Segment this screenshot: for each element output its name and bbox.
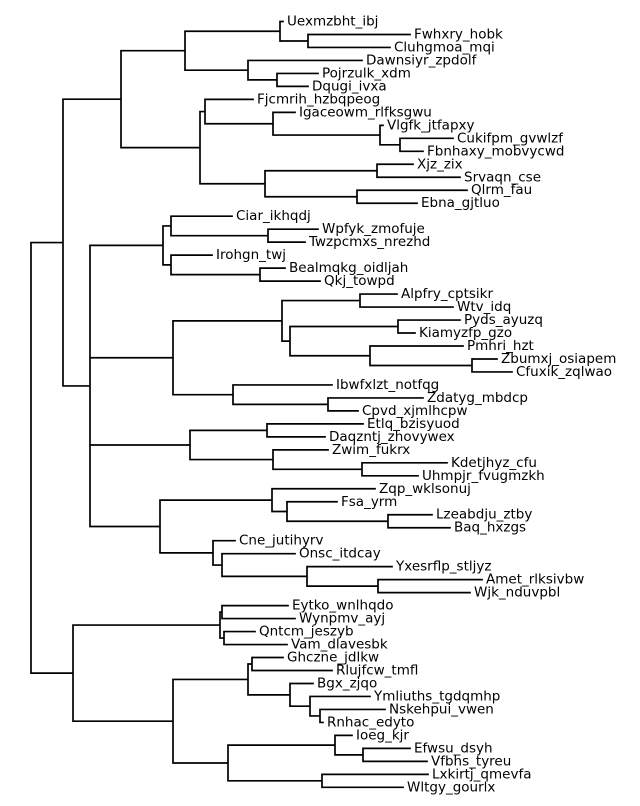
leaf-label-Cne_jutihyrv: Cne_jutihyrv	[239, 533, 323, 549]
leaf-label-Onsc_itdcay: Onsc_itdcay	[299, 546, 381, 562]
leaf-label-Kdetjhyz_cfu: Kdetjhyz_cfu	[451, 455, 537, 471]
leaf-label-Twzpcmxs_nrezhd: Twzpcmxs_nrezhd	[308, 234, 430, 250]
leaf-label-Alpfry_cptsikr: Alpfry_cptsikr	[401, 286, 493, 302]
leaf-label-Wynpmv_ayj: Wynpmv_ayj	[299, 611, 385, 627]
leaf-label-Wpfyk_zmofuje: Wpfyk_zmofuje	[322, 221, 425, 237]
leaf-label-Dqugi_ivxa: Dqugi_ivxa	[312, 78, 387, 94]
leaf-label-Zdatyg_mbdcp: Zdatyg_mbdcp	[427, 390, 528, 406]
leaf-label-Eytko_wnlhqdo: Eytko_wnlhqdo	[292, 598, 393, 614]
leaf-label-Bealmqkg_oidljah: Bealmqkg_oidljah	[289, 260, 408, 276]
leaf-label-Cukifpm_gvwlzf: Cukifpm_gvwlzf	[457, 130, 564, 146]
leaf-label-Etlq_bzisyuod: Etlq_bzisyuod	[367, 416, 460, 432]
leaf-label-Amet_rlksivbw: Amet_rlksivbw	[486, 572, 584, 588]
leaf-label-Lxkirtj_qmevfa: Lxkirtj_qmevfa	[432, 766, 531, 782]
leaf-label-Ymliuths_tgdqmhp: Ymliuths_tgdqmhp	[373, 688, 500, 704]
leaf-label-Vam_dlavesbk: Vam_dlavesbk	[291, 637, 388, 653]
leaf-label-Kiamyzfp_gzo: Kiamyzfp_gzo	[419, 325, 512, 341]
leaf-label-Vlgfk_jtfapxy: Vlgfk_jtfapxy	[387, 117, 475, 133]
leaf-label-Pmhri_hzt: Pmhri_hzt	[467, 338, 534, 354]
leaf-label-Efwsu_dsyh: Efwsu_dsyh	[414, 740, 493, 756]
leaf-label-Qntcm_jeszyb: Qntcm_jeszyb	[259, 624, 354, 640]
leaf-label-Uexmzbht_ibj: Uexmzbht_ibj	[287, 14, 378, 30]
leaf-label-Fjcmrih_hzbqpeog: Fjcmrih_hzbqpeog	[257, 91, 380, 107]
leaf-label-Pojrzulk_xdm: Pojrzulk_xdm	[322, 65, 411, 81]
leaf-label-Lzeabdju_ztby: Lzeabdju_ztby	[436, 507, 532, 523]
leaf-label-Vfbhs_tyreu: Vfbhs_tyreu	[431, 753, 511, 769]
leaf-label-Wtv_idq: Wtv_idq	[457, 299, 511, 315]
leaf-label-Qkj_towpd: Qkj_towpd	[324, 273, 395, 289]
leaf-label-Fsa_yrm: Fsa_yrm	[341, 494, 397, 510]
leaf-label-Rlujfcw_tmfl: Rlujfcw_tmfl	[336, 663, 418, 679]
leaf-label-Irohgn_twj: Irohgn_twj	[216, 247, 286, 263]
leaf-label-Rnhac_edyto: Rnhac_edyto	[327, 714, 414, 730]
leaf-label-Xjz_zix: Xjz_zix	[417, 156, 463, 172]
leaf-label-Qlrm_fau: Qlrm_fau	[471, 182, 532, 198]
leaf-label-Nskehpui_vwen: Nskehpui_vwen	[389, 701, 494, 717]
leaf-label-Cpvd_xjmlhcpw: Cpvd_xjmlhcpw	[362, 403, 468, 419]
leaf-label-Cluhgmoa_mqi: Cluhgmoa_mqi	[394, 39, 495, 55]
leaf-label-Bgx_zjqo: Bgx_zjqo	[317, 675, 377, 691]
leaf-label-Baq_hxzgs: Baq_hxzgs	[454, 520, 526, 536]
leaf-label-Igaceowm_rlfksgwu: Igaceowm_rlfksgwu	[299, 104, 432, 120]
leaf-label-Zbumxj_osiapem: Zbumxj_osiapem	[501, 351, 616, 367]
leaf-label-Fbnhaxy_mobvycwd: Fbnhaxy_mobvycwd	[427, 143, 564, 159]
tree-branches	[30, 20, 513, 789]
leaf-label-Wltgy_gourlx: Wltgy_gourlx	[407, 779, 495, 795]
leaf-label-Pyds_ayuzq: Pyds_ayuzq	[464, 312, 543, 328]
leaf-label-Dawnsiyr_zpdolf: Dawnsiyr_zpdolf	[366, 52, 478, 68]
leaf-label-Uhmpjr_fvugmzkh: Uhmpjr_fvugmzkh	[422, 468, 545, 484]
leaf-label-Zwim_fukrx: Zwim_fukrx	[332, 442, 410, 458]
leaf-label-Ebna_gjtluo: Ebna_gjtluo	[421, 195, 500, 211]
leaf-label-Fwhxry_hobk: Fwhxry_hobk	[414, 26, 503, 42]
leaf-label-Ioeg_kjr: Ioeg_kjr	[356, 727, 409, 743]
leaf-label-Srvaqn_cse: Srvaqn_cse	[464, 169, 541, 185]
leaf-label-Cfuxik_zqlwao: Cfuxik_zqlwao	[516, 364, 612, 380]
leaf-label-Ciar_ikhqdj: Ciar_ikhqdj	[236, 208, 311, 224]
leaf-label-Yxesrflp_stljyz: Yxesrflp_stljyz	[395, 559, 491, 575]
leaf-label-Ibwfxlzt_notfqg: Ibwfxlzt_notfqg	[336, 377, 439, 393]
leaf-label-Ghczne_jdlkw: Ghczne_jdlkw	[287, 650, 379, 666]
leaf-label-Zqp_wklsonuj: Zqp_wklsonuj	[379, 481, 471, 497]
leaf-label-Wjk_nduvpbl: Wjk_nduvpbl	[474, 585, 560, 601]
leaf-label-Daqzntj_zhovywex: Daqzntj_zhovywex	[329, 429, 455, 445]
